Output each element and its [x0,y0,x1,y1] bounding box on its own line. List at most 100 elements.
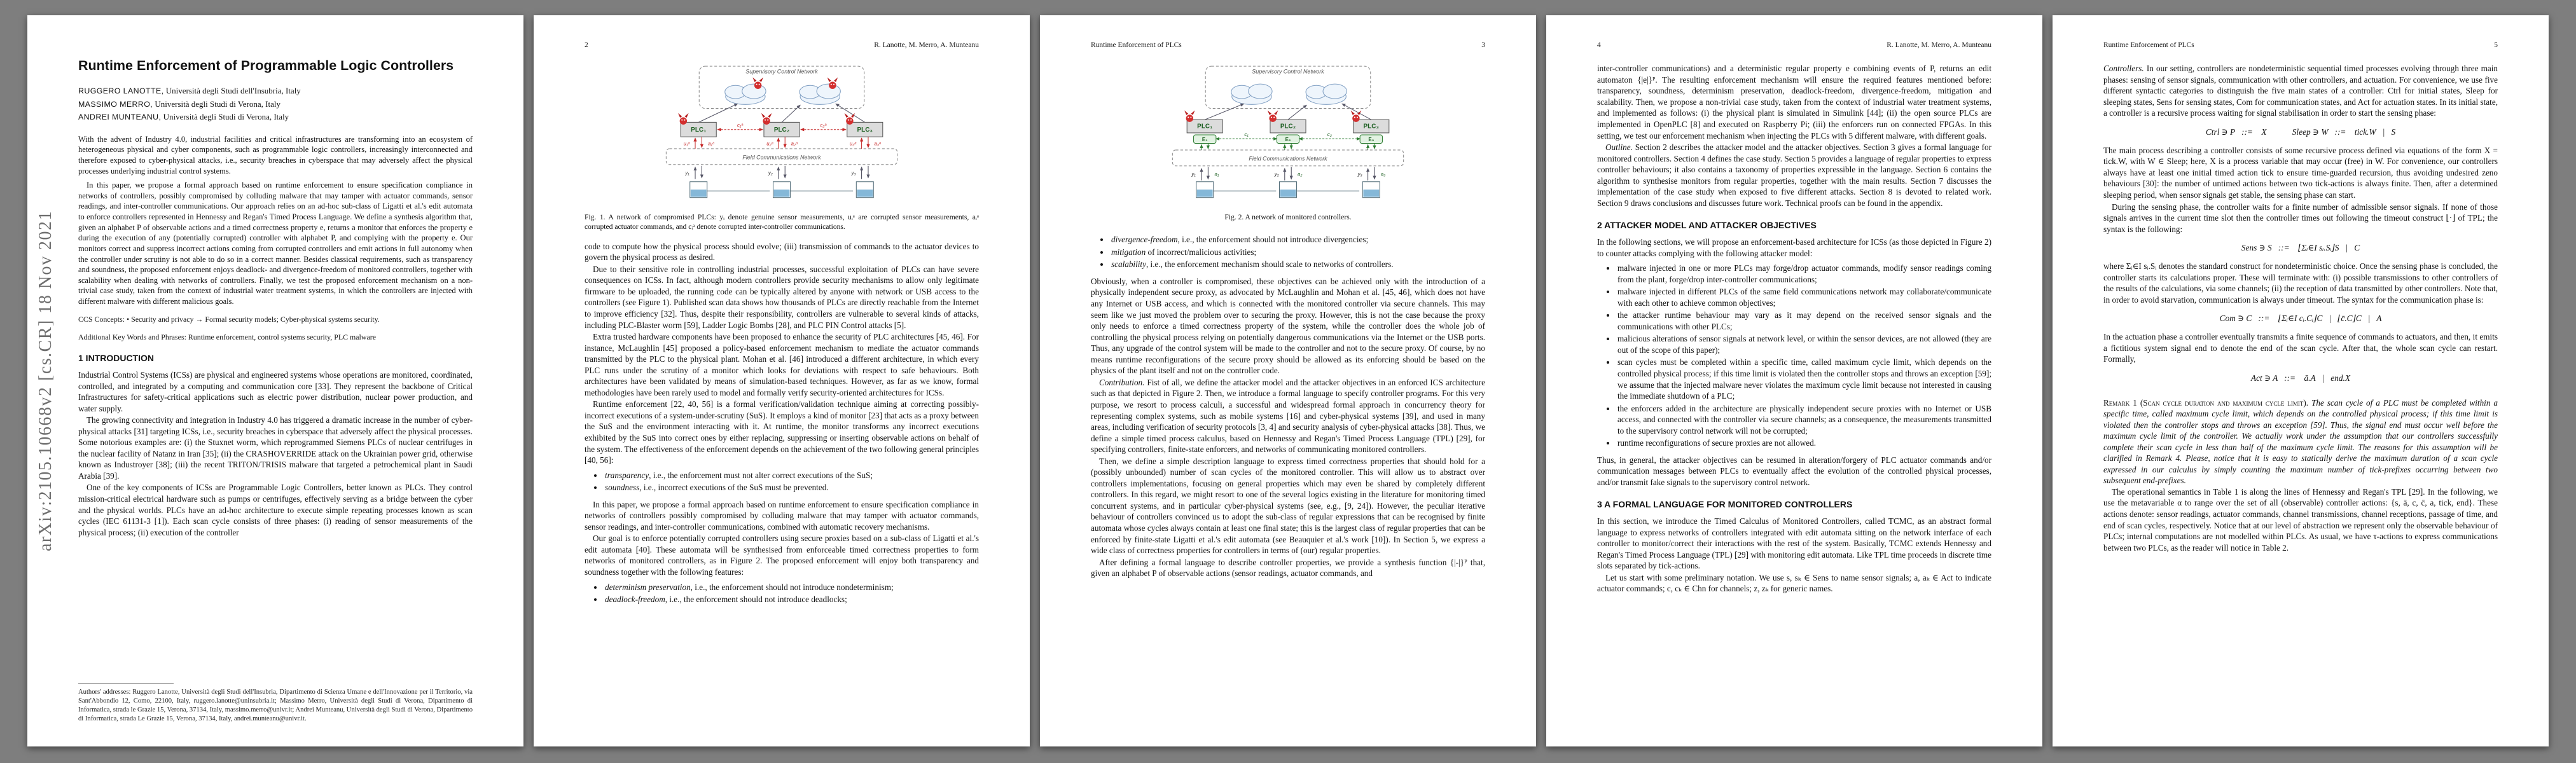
page-2: 2 R. Lanotte, M. Merro, A. Munteanu Supe… [534,15,1030,746]
remark-text: The scan cycle of a PLC must be complete… [2103,397,2498,486]
figure-1: Supervisory Control Network PLC₁ PLC₂ PL… [585,64,979,207]
figure-2-caption: Fig. 2. A network of monitored controlle… [1224,212,1352,221]
comm-label-c2: c₂ᵃ [821,123,827,128]
command-label: a₁ᵃ [708,141,714,147]
features-list-continued: divergence-freedom, i.e., the enforcemen… [1110,234,1485,272]
list-item: the attacker runtime behaviour may vary … [1616,310,1991,332]
list-item: malicious alterations of sensor signals … [1616,333,1991,355]
list-item: soundness, i.e., incorrect executions of… [604,482,979,493]
list-item-text: , i.e., the enforcement should not intro… [690,582,894,592]
comm-label-c1: c₁ᵃ [737,123,743,128]
paragraph: The growing connectivity and integration… [78,415,473,481]
list-item-lead: determinism preservation [605,582,691,592]
list-item: divergence-freedom, i.e., the enforcemen… [1110,234,1485,245]
measurement-label: u₁ᵃ [684,141,690,147]
syntax-display-ctrl-sleep: Ctrl ∋ P ::= X Sleep ∋ W ::= tick.W | S [2205,127,2396,137]
cloud-icon [1305,83,1347,106]
page-5: Runtime Enforcement of PLCs 5 Controller… [2053,15,2549,746]
list-item: malware injected in one or more PLCs may… [1616,263,1991,285]
paragraph: In the following sections, we will propo… [1597,237,1991,258]
attacker-model-list: malware injected in one or more PLCs may… [1616,263,1991,450]
list-item-text: , i.e., incorrect executions of the SuS … [639,483,829,493]
list-item: determinism preservation, i.e., the enfo… [604,582,979,593]
paragraph: After defining a formal language to desc… [1091,557,1485,579]
section-heading-formal-language: 3 A FORMAL LANGUAGE FOR MONITORED CONTRO… [1597,499,1853,510]
supervisory-network-label: Supervisory Control Network [745,69,818,75]
supervisory-network-label: Supervisory Control Network [1252,69,1324,75]
paragraph: code to compute how the physical process… [585,241,979,263]
tank-icon [689,181,708,198]
field-network-label: Field Communications Network [742,155,821,161]
list-item-lead: scalability [1111,259,1146,270]
syntax-display-act: Act ∋ A ::= ā.A | end.X [2250,373,2351,383]
list-item: scalability, i.e., the enforcement mecha… [1110,259,1485,270]
paragraph-text: Section 2 describes the attacker model a… [1597,142,1991,208]
author-affiliation: Università degli Studi di Verona, Italy [161,112,289,122]
abstract-paragraph: In this paper, we propose a formal appro… [78,181,473,306]
enforcer1-label: E₁ [1202,137,1208,142]
running-authors: R. Lanotte, M. Merro, A. Munteanu [1887,41,1991,49]
plc-box [1186,119,1223,134]
plc1-label: PLC₁ [691,127,706,134]
tank-icon [1196,181,1214,198]
author-line: ANDREI MUNTEANU, Università degli Studi … [78,111,473,123]
plc2-label: PLC₂ [774,127,789,134]
author-name: RUGGERO LANOTTE, [78,86,164,96]
command-label: a₂ᵃ [791,141,798,147]
abstract-paragraph: With the advent of Industry 4.0, industr… [78,134,473,175]
sensor-label: y₂ [1274,172,1279,177]
sensor-label: y₃ [851,170,856,176]
tank-icon [1278,181,1298,198]
running-header: Runtime Enforcement of PLCs 5 [2103,41,2498,50]
paragraph: In this section, we introduce the Timed … [1597,516,1991,571]
paragraph: Contribution. Fist of all, we define the… [1091,377,1485,455]
list-item: the enforcers added in the architecture … [1616,403,1991,437]
paragraph: Extra trusted hardware components have b… [585,332,979,397]
figure-2-network-diagram: Supervisory Control Network PLC₁ PLC₂ PL… [1172,65,1404,198]
page-1: arXiv:2105.10668v2 [cs.CR] 18 Nov 2021 R… [27,15,523,746]
comm-label-c2: c₂ [1327,132,1332,137]
list-item-lead: deadlock-freedom [605,595,665,605]
running-header: 4 R. Lanotte, M. Merro, A. Munteanu [1597,41,1991,50]
paragraph-text: Fist of all, we define the attacker mode… [1091,377,1485,455]
footnote-text: Authors' addresses: Ruggero Lanotte, Uni… [78,689,473,723]
author-affiliation: Università degli Studi di Verona, Italy [153,99,280,109]
paragraph: Outline. Section 2 describes the attacke… [1597,142,1991,209]
list-item: mitigation of incorrect/malicious activi… [1110,247,1485,258]
paragraph: Runtime enforcement [22, 40, 56] is a fo… [585,399,979,465]
syntax-display-com: Com ∋ C ::= ⌊Σᵢ∈I cᵢ.Cᵢ⌋C | ⌊c̄.C⌋C | A [2219,313,2382,324]
field-network-label: Field Communications Network [1249,156,1327,162]
paragraph: The main process describing a controller… [2103,145,2498,200]
paragraph: One of the key components of ICSs are Pr… [78,483,473,537]
paragraph-text: In our setting, controllers are nondeter… [2103,64,2498,118]
plc-box [1353,119,1390,134]
plc-box [680,122,717,137]
figure-2: Supervisory Control Network PLC₁ PLC₂ PL… [1091,64,1485,207]
plc-box [847,122,883,137]
paragraph: where Σᵢ∈I sᵢ.Sᵢ denotes the standard co… [2103,261,2498,305]
page-number: 5 [2494,41,2498,49]
authors-addresses-footnote: Authors' addresses: Ruggero Lanotte, Uni… [78,684,473,724]
sensor-label: y₃ [1357,172,1362,177]
command-label: a₃ [1381,172,1386,177]
list-item: malware injected in different PLCs of th… [1616,286,1991,308]
page-3: Runtime Enforcement of PLCs 3 Supervisor… [1040,15,1536,746]
section-heading-introduction: 1 INTRODUCTION [78,353,154,364]
page-number: 3 [1481,41,1485,49]
tank-icon [855,181,874,198]
page-4: 4 R. Lanotte, M. Merro, A. Munteanu inte… [1546,15,2042,746]
paragraph: inter-controller communications) and a d… [1597,64,1991,141]
enforcer3-label: E₃ [1368,137,1374,142]
paragraph-lead: Contribution. [1099,377,1145,387]
paragraph: The operational semantics in Table 1 is … [2103,486,2498,553]
figure-1-caption: Fig. 1. A network of compromised PLCs: y… [585,212,979,231]
list-item-text: of incorrect/malicious activities; [1146,247,1257,257]
tank-icon [1362,181,1380,198]
sensor-label: y₁ [684,170,689,176]
list-item-lead: soundness [605,483,640,493]
sensor-label: y₂ [768,170,773,176]
comm-label-c1: c₁ [1244,132,1249,137]
keywords: Additional Key Words and Phrases: Runtim… [78,332,376,341]
paragraph-lead: Outline. [1605,142,1633,153]
paragraph: Controllers. In our setting, controllers… [2103,63,2498,119]
